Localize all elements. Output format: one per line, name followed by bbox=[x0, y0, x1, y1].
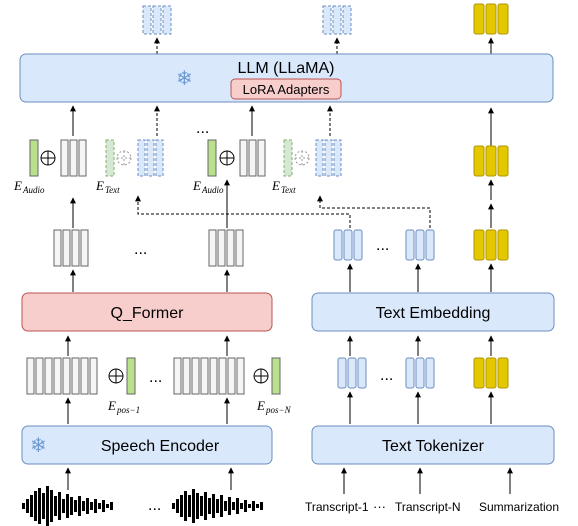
transcript-n-label: Transcript-N bbox=[395, 500, 461, 514]
text-embedding-label: Text Embedding bbox=[376, 305, 491, 322]
transcript-1-label: Transcript-1 bbox=[305, 500, 369, 514]
text-embedding-routing bbox=[135, 195, 431, 228]
text-tokenizer-tokens bbox=[337, 357, 509, 389]
arrows-into-llm bbox=[70, 105, 494, 146]
audio-ellipsis: ... bbox=[148, 497, 161, 514]
qformer-output-tokens bbox=[53, 229, 244, 267]
speech-encoder-tokens-n: E pos−N bbox=[173, 357, 292, 415]
e-audio-n-sub: Audio bbox=[201, 185, 224, 195]
transcript-ellipsis: ··· bbox=[373, 499, 386, 514]
output-blue-token-group-1 bbox=[142, 5, 172, 35]
text-tokens-ellipsis: ... bbox=[380, 367, 393, 384]
audio-waveform-n bbox=[172, 489, 263, 523]
text-embedding-output-tokens bbox=[333, 229, 509, 261]
speech-tokens-ellipsis: ... bbox=[149, 369, 162, 386]
q-former-label: Q_Former bbox=[111, 305, 185, 322]
llm-box: ❄ LLM (LLaMA) LoRA Adapters bbox=[19, 53, 554, 103]
e-pos-n-sub: pos−N bbox=[265, 405, 292, 415]
e-audio-1-main: E bbox=[13, 178, 22, 193]
summary-input-tokens bbox=[473, 145, 509, 177]
e-pos-1-main: E bbox=[107, 398, 116, 413]
output-blue-token-group-2 bbox=[322, 5, 352, 35]
text-tokenizer-label: Text Tokenizer bbox=[382, 438, 485, 455]
e-text-1-main: E bbox=[95, 178, 104, 193]
snowflake-icon: ❄ bbox=[176, 66, 193, 90]
e-pos-n-main: E bbox=[256, 398, 265, 413]
llm-input-sequence-1: E Audio E Text bbox=[13, 139, 164, 195]
text-embedding-output-ellipsis: ... bbox=[376, 237, 389, 254]
e-text-1-sub: Text bbox=[105, 185, 120, 195]
output-summary-tokens bbox=[473, 3, 509, 35]
speech-encoder-label: Speech Encoder bbox=[101, 438, 220, 455]
e-text-n-sub: Text bbox=[281, 185, 296, 195]
lora-adapters-box: LoRA Adapters bbox=[230, 78, 342, 100]
summarization-label: Summarization bbox=[479, 500, 559, 514]
e-audio-n-main: E bbox=[192, 178, 201, 193]
llm-title: LLM (LLaMA) bbox=[238, 60, 335, 77]
speech-encoder-tokens-1: E pos−1 bbox=[26, 357, 140, 415]
lora-adapters-label: LoRA Adapters bbox=[243, 82, 330, 97]
e-audio-1-sub: Audio bbox=[22, 185, 45, 195]
snowflake-icon: ❄ bbox=[30, 433, 47, 457]
e-text-n-main: E bbox=[271, 178, 280, 193]
speech-encoder-box: ❄ Speech Encoder bbox=[21, 425, 273, 465]
text-tokenizer-box: Text Tokenizer bbox=[311, 425, 555, 465]
llm-input-ellipsis: ... bbox=[196, 120, 209, 137]
llm-input-sequence-n: E Audio E Text bbox=[192, 139, 342, 195]
audio-waveform-1 bbox=[22, 486, 113, 526]
output-token-blocks bbox=[142, 3, 509, 54]
q-former-box: Q_Former bbox=[21, 292, 273, 332]
qformer-output-ellipsis: ... bbox=[134, 241, 147, 258]
text-embedding-box: Text Embedding bbox=[311, 292, 555, 332]
e-pos-1-sub: pos−1 bbox=[116, 405, 140, 415]
